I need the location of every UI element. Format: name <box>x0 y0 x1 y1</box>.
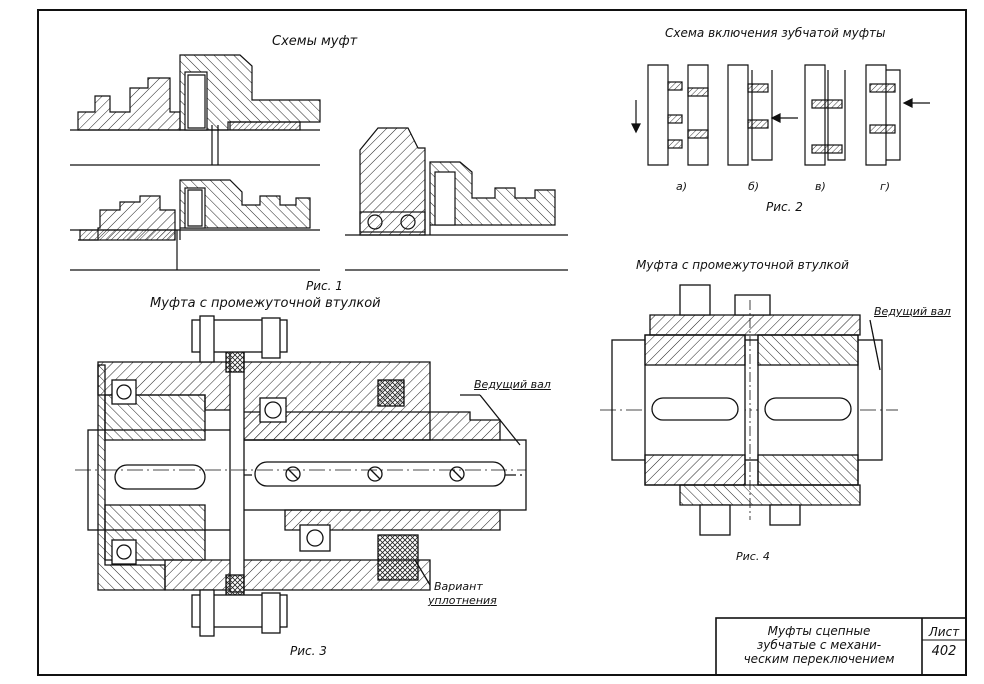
title-block <box>715 617 967 676</box>
fig2-caption: Рис. 2 <box>766 200 803 214</box>
fig1-caption: Рис. 1 <box>306 279 343 293</box>
title-block-line2: зубчатые с механи- <box>756 638 882 652</box>
fig4-coupling-section <box>600 284 898 536</box>
fig2-variant-g: г) <box>880 180 891 193</box>
fig3-drive-shaft-label: Ведущий вал <box>474 378 551 391</box>
fig2-variant-a: а) <box>676 180 688 193</box>
fig1-title: Схемы муфт <box>272 34 358 49</box>
fig2-variant-v: в) <box>815 180 826 193</box>
fig2-variant-b: б) <box>748 180 760 193</box>
fig3-title: Муфта с промежуточной втулкой <box>150 296 381 311</box>
fig3-coupling-section <box>75 315 527 637</box>
fig4-drive-shaft-label: Ведущий вал <box>874 305 951 318</box>
sheet-frame <box>37 9 967 676</box>
fig1-coupling-schemes <box>70 54 568 271</box>
title-block-line3: ческим переключением <box>743 652 895 666</box>
fig4-caption: Рис. 4 <box>736 550 770 563</box>
fig3-seal-label-line1: Вариант <box>434 580 483 593</box>
fig2-title: Схема включения зубчатой муфты <box>665 26 886 40</box>
fig3-seal-label-line2: уплотнения <box>428 594 497 607</box>
sheet-number: 402 <box>931 644 957 659</box>
title-block-line1: Муфты сцепные <box>767 624 871 638</box>
sheet-label: Лист <box>928 625 960 639</box>
fig2-engagement-schemes <box>631 64 930 166</box>
fig4-title: Муфта с промежуточной втулкой <box>636 258 849 272</box>
fig3-caption: Рис. 3 <box>290 644 327 658</box>
